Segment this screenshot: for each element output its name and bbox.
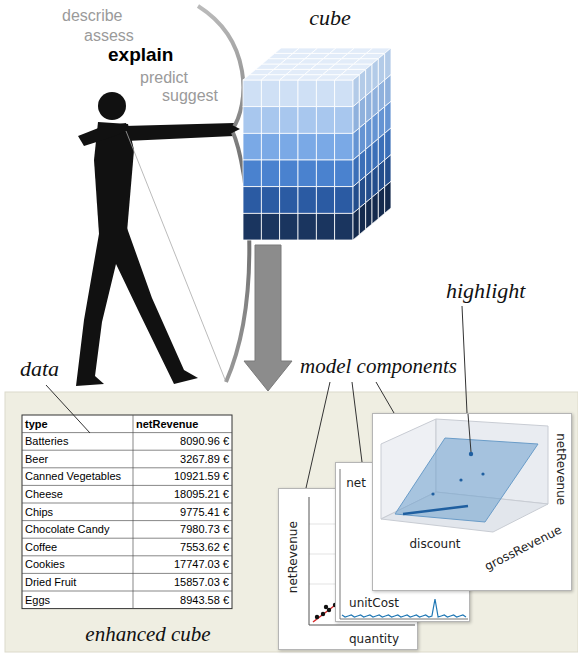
series-label: net bbox=[346, 476, 366, 490]
table-cell: 18095.21 € bbox=[174, 488, 229, 501]
table-cell: Coffee bbox=[25, 541, 57, 554]
callout-label: highlight bbox=[446, 278, 525, 304]
bow bbox=[198, 6, 249, 382]
task-word: describe bbox=[62, 6, 122, 25]
axis-label: netRevenue bbox=[286, 521, 300, 593]
table-cell: 8090.96 € bbox=[180, 435, 229, 448]
table-cell: 7980.73 € bbox=[180, 523, 229, 536]
cube-illustration bbox=[243, 48, 391, 240]
callout-label: model components bbox=[300, 354, 457, 379]
table-cell: 17747.03 € bbox=[174, 558, 229, 571]
table-cell: Dried Fruit bbox=[25, 576, 76, 589]
table-cell: 8943.58 € bbox=[180, 594, 229, 607]
cube-node: cube bbox=[238, 2, 398, 244]
axis-label: discount bbox=[409, 537, 460, 551]
block-arrow bbox=[244, 245, 292, 391]
table-header: netRevenue bbox=[136, 418, 198, 431]
enhanced-cube-panel: enhanced cube netRevenue quantity net unitCo… bbox=[5, 392, 578, 652]
task-word-active: explain bbox=[108, 44, 173, 67]
table-header: type bbox=[25, 418, 48, 431]
table-cell: Batteries bbox=[25, 435, 68, 448]
table-cell: 9775.41 € bbox=[180, 506, 229, 519]
table-cell: 15857.03 € bbox=[174, 576, 229, 589]
task-word: assess bbox=[84, 26, 134, 45]
table-grid bbox=[22, 415, 232, 609]
panel-ground bbox=[5, 392, 578, 652]
task-word: suggest bbox=[162, 86, 218, 105]
chart-plot bbox=[373, 414, 571, 590]
table-cell: Beer bbox=[25, 453, 48, 466]
archer-silhouette bbox=[76, 92, 234, 386]
table-cell: Canned Vegetables bbox=[25, 470, 121, 483]
callout-label: data bbox=[20, 356, 59, 382]
table-cell: Cookies bbox=[25, 558, 65, 571]
arrow-tip bbox=[230, 124, 240, 134]
arrow-shaft bbox=[118, 128, 234, 130]
task-word: predict bbox=[140, 68, 188, 87]
table-cell: Chips bbox=[25, 506, 53, 519]
panel-label: enhanced cube bbox=[85, 622, 210, 647]
table-cell: Chocolate Candy bbox=[25, 523, 109, 536]
axis-label: quantity bbox=[349, 632, 399, 646]
cube-label: cube bbox=[309, 5, 351, 31]
table-cell: 3267.89 € bbox=[180, 453, 229, 466]
table-cell: Cheese bbox=[25, 488, 63, 501]
series-label: unitCost bbox=[349, 596, 399, 610]
bow-string bbox=[126, 131, 226, 382]
table-cell: Eggs bbox=[25, 594, 50, 607]
table-cell: 10921.59 € bbox=[174, 470, 229, 483]
axis-label: netRevenue bbox=[554, 433, 568, 505]
chart-card: netRevenuediscountgrossRevenue bbox=[372, 413, 572, 591]
table-cell: 7553.62 € bbox=[180, 541, 229, 554]
